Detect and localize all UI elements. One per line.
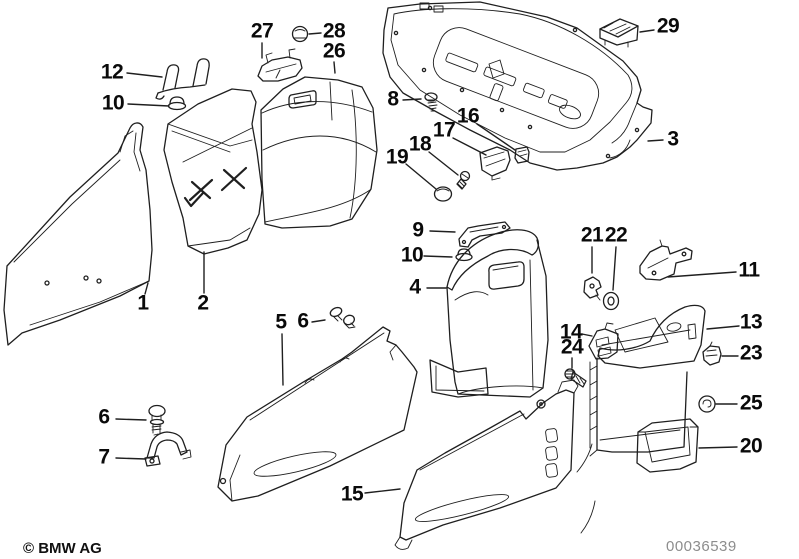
- part-label-17[interactable]: 17: [432, 118, 456, 142]
- leader-line-10: [423, 255, 453, 258]
- part-12-bracket-art: [155, 58, 210, 100]
- part-label-21[interactable]: 21: [580, 223, 604, 247]
- part-24-screw-art: [564, 368, 587, 388]
- part-label-10-2[interactable]: 10: [400, 243, 424, 267]
- part-label-22[interactable]: 22: [604, 223, 628, 247]
- part-label-6-2[interactable]: 6: [98, 405, 110, 429]
- leader-line-10: [127, 103, 170, 107]
- leader-line-20: [698, 446, 738, 449]
- part-20-tray-art: [636, 418, 699, 473]
- part-25-grommet-art: [698, 395, 716, 413]
- part-label-4[interactable]: 4: [409, 275, 421, 299]
- part-label-19[interactable]: 19: [385, 145, 409, 169]
- part-19-cap-art: [433, 186, 453, 202]
- leader-line-12: [126, 72, 163, 78]
- part-label-10[interactable]: 10: [101, 91, 125, 115]
- leader-line-28: [308, 32, 322, 35]
- part-label-14[interactable]: 14: [559, 320, 583, 344]
- panel-4-art: [429, 229, 549, 398]
- part-label-24[interactable]: 24: [560, 335, 584, 359]
- leader-line-9: [429, 230, 456, 233]
- part-label-28[interactable]: 28: [322, 19, 346, 43]
- panel-1-art: [3, 122, 153, 346]
- panel-3-shelf-art: [382, 1, 653, 171]
- part-21-stud-art: [583, 276, 602, 301]
- leader-line-11: [667, 271, 737, 278]
- leader-line-5: [281, 333, 284, 386]
- leader-line-14: [581, 333, 593, 337]
- part-label-26[interactable]: 26: [322, 39, 346, 63]
- leader-line-13: [706, 325, 740, 330]
- part-label-1[interactable]: 1: [137, 291, 149, 315]
- leader-line-29: [639, 29, 655, 33]
- part-label-7[interactable]: 7: [98, 445, 110, 469]
- panel-5-art: [217, 326, 418, 502]
- leader-line-18: [428, 151, 459, 176]
- part-label-5[interactable]: 5: [275, 310, 287, 334]
- leader-line-19: [405, 163, 437, 190]
- leader-line-15: [364, 488, 401, 494]
- part-9-bracket-art: [458, 221, 511, 248]
- panel-13-art: [576, 304, 706, 534]
- leader-line-8: [402, 98, 422, 101]
- part-29-housing-art: [599, 18, 639, 48]
- part-label-25[interactable]: 25: [739, 391, 763, 415]
- part-8-clip-art: [424, 92, 438, 112]
- part-label-16[interactable]: 16: [456, 104, 480, 128]
- part-label-11[interactable]: 11: [738, 258, 760, 282]
- part-22-washer-art: [602, 291, 620, 311]
- part-23-clip-art: [702, 341, 722, 366]
- panel-15-art: [394, 379, 579, 550]
- part-label-20[interactable]: 20: [739, 434, 763, 458]
- leader-line-6: [115, 418, 147, 421]
- part-label-12[interactable]: 12: [100, 60, 124, 84]
- part-label-8[interactable]: 8: [387, 87, 399, 111]
- leader-line-26: [333, 61, 336, 74]
- part-17-latch-art: [479, 146, 511, 181]
- leader-line-17: [452, 137, 487, 156]
- part-6-fasteners-art: [329, 306, 356, 329]
- panel-26-art: [260, 76, 378, 229]
- leader-line-1: [144, 282, 149, 295]
- part-label-23[interactable]: 23: [739, 341, 763, 365]
- copyright-text: © BMW AG: [23, 540, 102, 557]
- part-7-bracket-art: [144, 431, 192, 467]
- leader-line-7: [115, 457, 147, 460]
- part-18-screw-art: [456, 170, 471, 190]
- panel-2-art: [163, 88, 263, 255]
- part-16-clip-art: [514, 146, 530, 164]
- diagram-number: 00036539: [666, 538, 737, 555]
- leader-line-3: [647, 139, 664, 142]
- part-label-18[interactable]: 18: [408, 132, 432, 156]
- leader-line-22: [612, 246, 617, 291]
- part-label-6[interactable]: 6: [297, 309, 309, 333]
- part-label-3[interactable]: 3: [667, 127, 679, 151]
- part-label-9[interactable]: 9: [412, 218, 424, 242]
- part-label-13[interactable]: 13: [739, 310, 763, 334]
- part-6b-pushpin-art: [148, 404, 166, 436]
- part-label-15[interactable]: 15: [340, 482, 364, 506]
- part-27-bracket-art: [257, 48, 303, 82]
- leader-line-6: [311, 319, 326, 323]
- part-label-2[interactable]: 2: [197, 291, 209, 315]
- part-28-cap-art: [291, 25, 309, 43]
- part-11-bracket-art: [639, 239, 693, 281]
- part-label-27[interactable]: 27: [250, 19, 274, 43]
- leader-line-16: [476, 123, 516, 151]
- part-label-29[interactable]: 29: [656, 14, 680, 38]
